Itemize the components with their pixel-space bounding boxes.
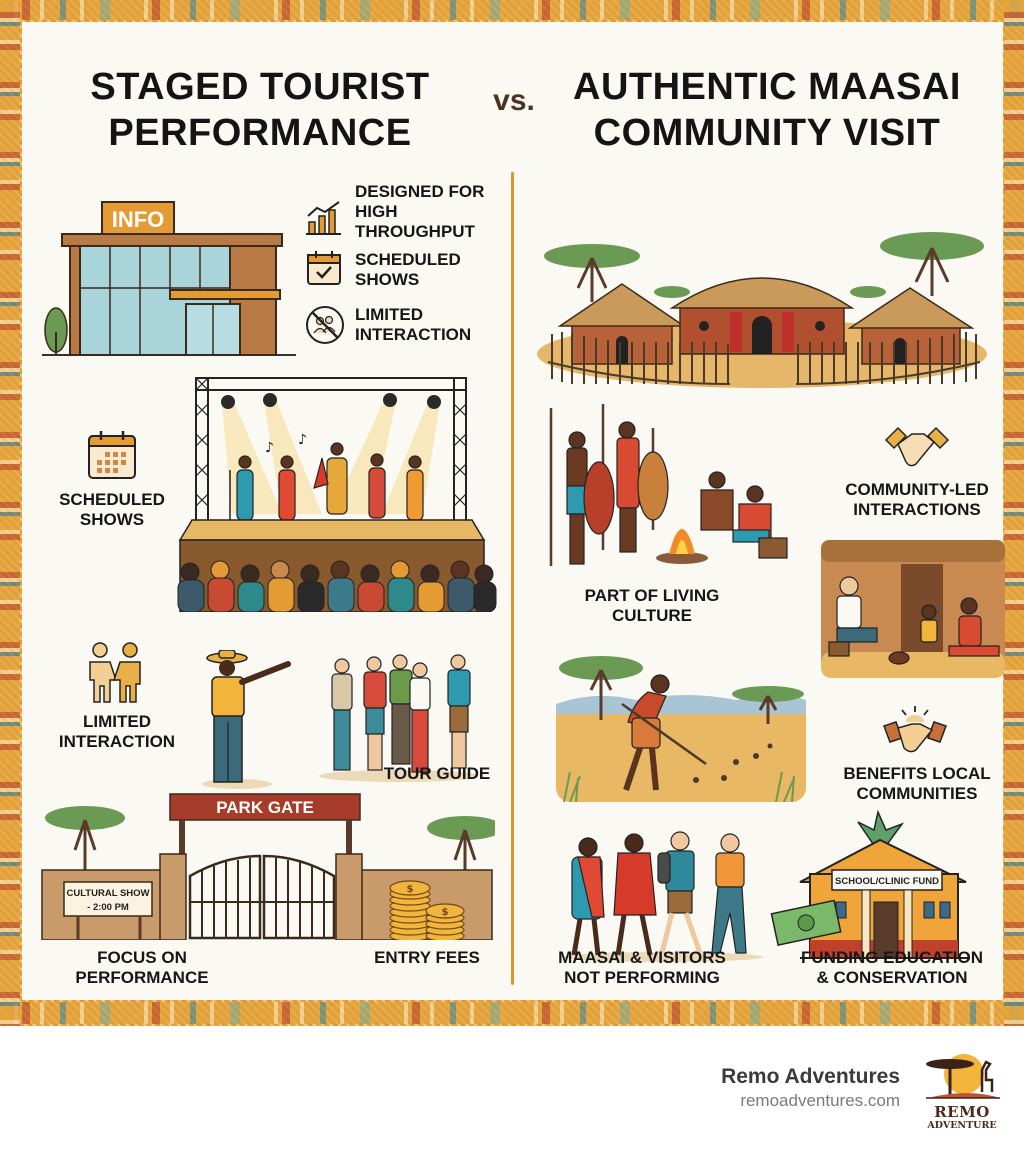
svg-text:$: $	[442, 907, 449, 918]
tea-with-family-illustration	[821, 540, 1005, 678]
info-building-illustration: INFO	[42, 201, 296, 356]
park-gate-sign-text: PARK GATE	[216, 798, 314, 817]
tourist-group-illustration	[319, 654, 479, 782]
calendar-icon	[88, 431, 136, 479]
scheduled-shows-label: SCHEDULED SHOWS	[59, 490, 165, 529]
focus-on-performance-label: FOCUS ON PERFORMANCE	[75, 948, 209, 987]
feature-throughput-label: DESIGNED FOR HIGH THROUGHPUT	[355, 182, 485, 241]
authentic-title-line1: AUTHENTIC MAASAI	[573, 66, 961, 108]
authentic-title-line2: COMMUNITY VISIT	[593, 112, 941, 154]
brand-url[interactable]: remoadventures.com	[740, 1091, 900, 1110]
svg-text:♪: ♪	[298, 432, 307, 448]
staged-title-line1: STAGED TOURIST	[90, 66, 430, 108]
fund-sign-text: SCHOOL/CLINIC FUND	[835, 876, 939, 887]
tour-guide-illustration	[202, 650, 291, 789]
remo-adventure-logo-icon	[926, 1054, 1000, 1099]
holding-hands-icon	[89, 642, 141, 703]
svg-text:$: $	[407, 884, 414, 895]
park-gate-illustration: PARK GATE CULTURAL SHOW - 2:00 PM $ $	[41, 793, 495, 940]
calendar-check-icon	[307, 251, 341, 285]
info-sign-text: INFO	[112, 207, 165, 232]
benefits-local-label: BENEFITS LOCAL COMMUNITIES	[843, 764, 991, 803]
benefits-handshake-icon	[883, 706, 947, 753]
logo-text-adventure: ADVENTURE	[927, 1120, 997, 1131]
community-led-label: COMMUNITY-LED INTERACTIONS	[845, 480, 989, 519]
svg-text:♪: ♪	[265, 440, 274, 456]
chart-growth-icon	[306, 201, 341, 235]
border-bottom-pattern	[0, 1002, 1024, 1024]
border-left-pattern	[0, 0, 20, 1026]
border-top-pattern	[0, 0, 1024, 20]
warriors-elders-illustration	[549, 404, 788, 566]
infographic-panel: STAGED TOURIST PERFORMANCE vs. AUTHENTIC…	[22, 22, 1005, 1000]
maasai-visitors-label: MAASAI & VISITORS NOT PERFORMING	[558, 948, 726, 987]
vs-label: vs.	[493, 84, 535, 117]
entry-fees-label: ENTRY FEES	[374, 948, 480, 967]
maasai-village-illustration	[537, 232, 987, 388]
tracker-illustration	[556, 656, 806, 802]
logo-text-remo: REMO	[934, 1103, 990, 1121]
tour-guide-label: TOUR GUIDE	[383, 764, 491, 783]
feature-limited-label: LIMITED INTERACTION	[355, 305, 472, 344]
staged-title: STAGED TOURIST PERFORMANCE	[70, 64, 450, 156]
no-people-icon	[306, 306, 344, 344]
maasai-visitors-walking-illustration	[563, 831, 763, 962]
center-divider	[511, 172, 514, 985]
living-culture-label: PART OF LIVING CULTURE	[584, 586, 720, 625]
handshake-icon	[884, 426, 950, 467]
authentic-title: AUTHENTIC MAASAI COMMUNITY VISIT	[547, 64, 987, 156]
brand-name: Remo Adventures	[721, 1065, 900, 1088]
feature-scheduled-label: SCHEDULED SHOWS	[355, 250, 461, 289]
staged-title-line2: PERFORMANCE	[108, 112, 412, 154]
cultural-show-sign-line1: CULTURAL SHOW	[66, 888, 149, 899]
school-clinic-fund-illustration: SCHOOL/CLINIC FUND	[770, 810, 970, 959]
stage-performance-illustration: ♪♪	[177, 377, 497, 612]
border-right-pattern	[1004, 0, 1024, 1026]
cultural-show-sign-line2: - 2:00 PM	[87, 902, 129, 913]
limited-interaction-label: LIMITED INTERACTION	[58, 712, 176, 751]
funding-education-label: FUNDING EDUCATION & CONSERVATION	[801, 948, 983, 987]
